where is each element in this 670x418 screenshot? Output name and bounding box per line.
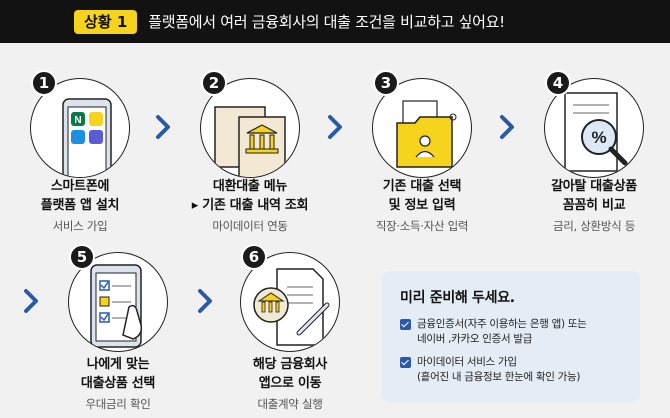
header-bar: 상황 1 플랫폼에서 여러 금융회사의 대출 조건을 비교하고 싶어요! [0, 0, 670, 43]
chevron-right-icon [328, 115, 342, 139]
chevron-right-icon [156, 115, 170, 139]
prepare-title: 미리 준비해 두세요. [400, 290, 515, 306]
step-4-title: 갈아탈 대출상품 꼼꼼히 비교 [519, 177, 669, 215]
step-1-subtitle: 서비스 가입 [52, 219, 108, 233]
header-title: 플랫폼에서 여러 금융회사의 대출 조건을 비교하고 싶어요! [148, 13, 505, 31]
step-1-title: 스마트폰에 플랫폼 앱 설치 [30, 177, 130, 215]
step-3-illustration [372, 78, 472, 178]
step-2-number: 2 [201, 70, 227, 96]
step-5-title: 나에게 맞는 대출상품 선택 [43, 355, 193, 393]
step-6-number: 6 [241, 244, 267, 270]
chevron-right-icon [500, 115, 514, 139]
checkbox-icon [400, 357, 411, 368]
situation-badge: 상황 1 [74, 9, 138, 34]
step-5-subtitle: 우대금리 확인 [85, 397, 151, 411]
svg-text:%: % [591, 128, 606, 147]
step-3-title-line: 기존 대출 선택 및 정보 입력 [382, 179, 462, 213]
step-4-number: 4 [545, 70, 571, 96]
step-2-subtitle: 마이데이터 연동 [212, 219, 288, 233]
step-3-subtitle: 직장·소득·자산 입력 [375, 219, 469, 233]
step-6-title: 해당 금융회사 앱으로 이동 [215, 355, 365, 393]
bank-document-icon [214, 106, 286, 177]
step-3-number: 3 [373, 70, 399, 96]
prepare-item: 금융인증서(자주 이용하는 은행 앱) 또는 네이버 ,카카오 인증서 발급 [400, 317, 622, 347]
step-3-title: 기존 대출 선택 및 정보 입력 [347, 177, 497, 215]
step-1-title-line: 스마트폰에 플랫폼 앱 설치 [40, 179, 120, 213]
step-5-number: 5 [69, 244, 95, 270]
step-1-illustration: N [30, 78, 130, 178]
percent-magnifier-icon: % [564, 92, 628, 172]
smartphone-apps-icon: N [62, 98, 112, 177]
step-1-number: 1 [31, 70, 57, 96]
prepare-item-text: 금융인증서(자주 이용하는 은행 앱) 또는 네이버 ,카카오 인증서 발급 [417, 318, 587, 345]
step-2-title-line: 대환대출 메뉴 ▸ 기존 대출 내역 조회 [191, 179, 309, 213]
chevron-right-icon [24, 289, 38, 313]
folder-user-icon [396, 100, 457, 168]
step-6-subtitle: 대출계약 실행 [257, 397, 323, 411]
step-2-title: 대환대출 메뉴 ▸ 기존 대출 내역 조회 [175, 177, 325, 215]
step-5-illustration [68, 252, 168, 352]
prepare-panel: 미리 준비해 두세요. 금융인증서(자주 이용하는 은행 앱) 또는 네이버 ,… [382, 271, 640, 402]
step-4-title-line: 갈아탈 대출상품 꼼꼼히 비교 [551, 179, 637, 213]
prepare-item: 마이데이터 서비스 가입 (흩어진 내 금융정보 한눈에 확인 가능) [400, 355, 622, 385]
checklist-hand-icon [90, 264, 143, 348]
step-4-subtitle: 금리, 상환방식 등 [552, 219, 636, 233]
step-6-title-line: 해당 금융회사 앱으로 이동 [252, 357, 328, 391]
step-5-title-line: 나에게 맞는 대출상품 선택 [80, 357, 156, 391]
checkbox-icon [400, 319, 411, 330]
prepare-item-text: 마이데이터 서비스 가입 (흩어진 내 금융정보 한눈에 확인 가능) [417, 356, 581, 383]
bank-contract-icon [253, 268, 330, 346]
svg-text:N: N [74, 115, 81, 126]
chevron-right-icon [198, 289, 212, 313]
